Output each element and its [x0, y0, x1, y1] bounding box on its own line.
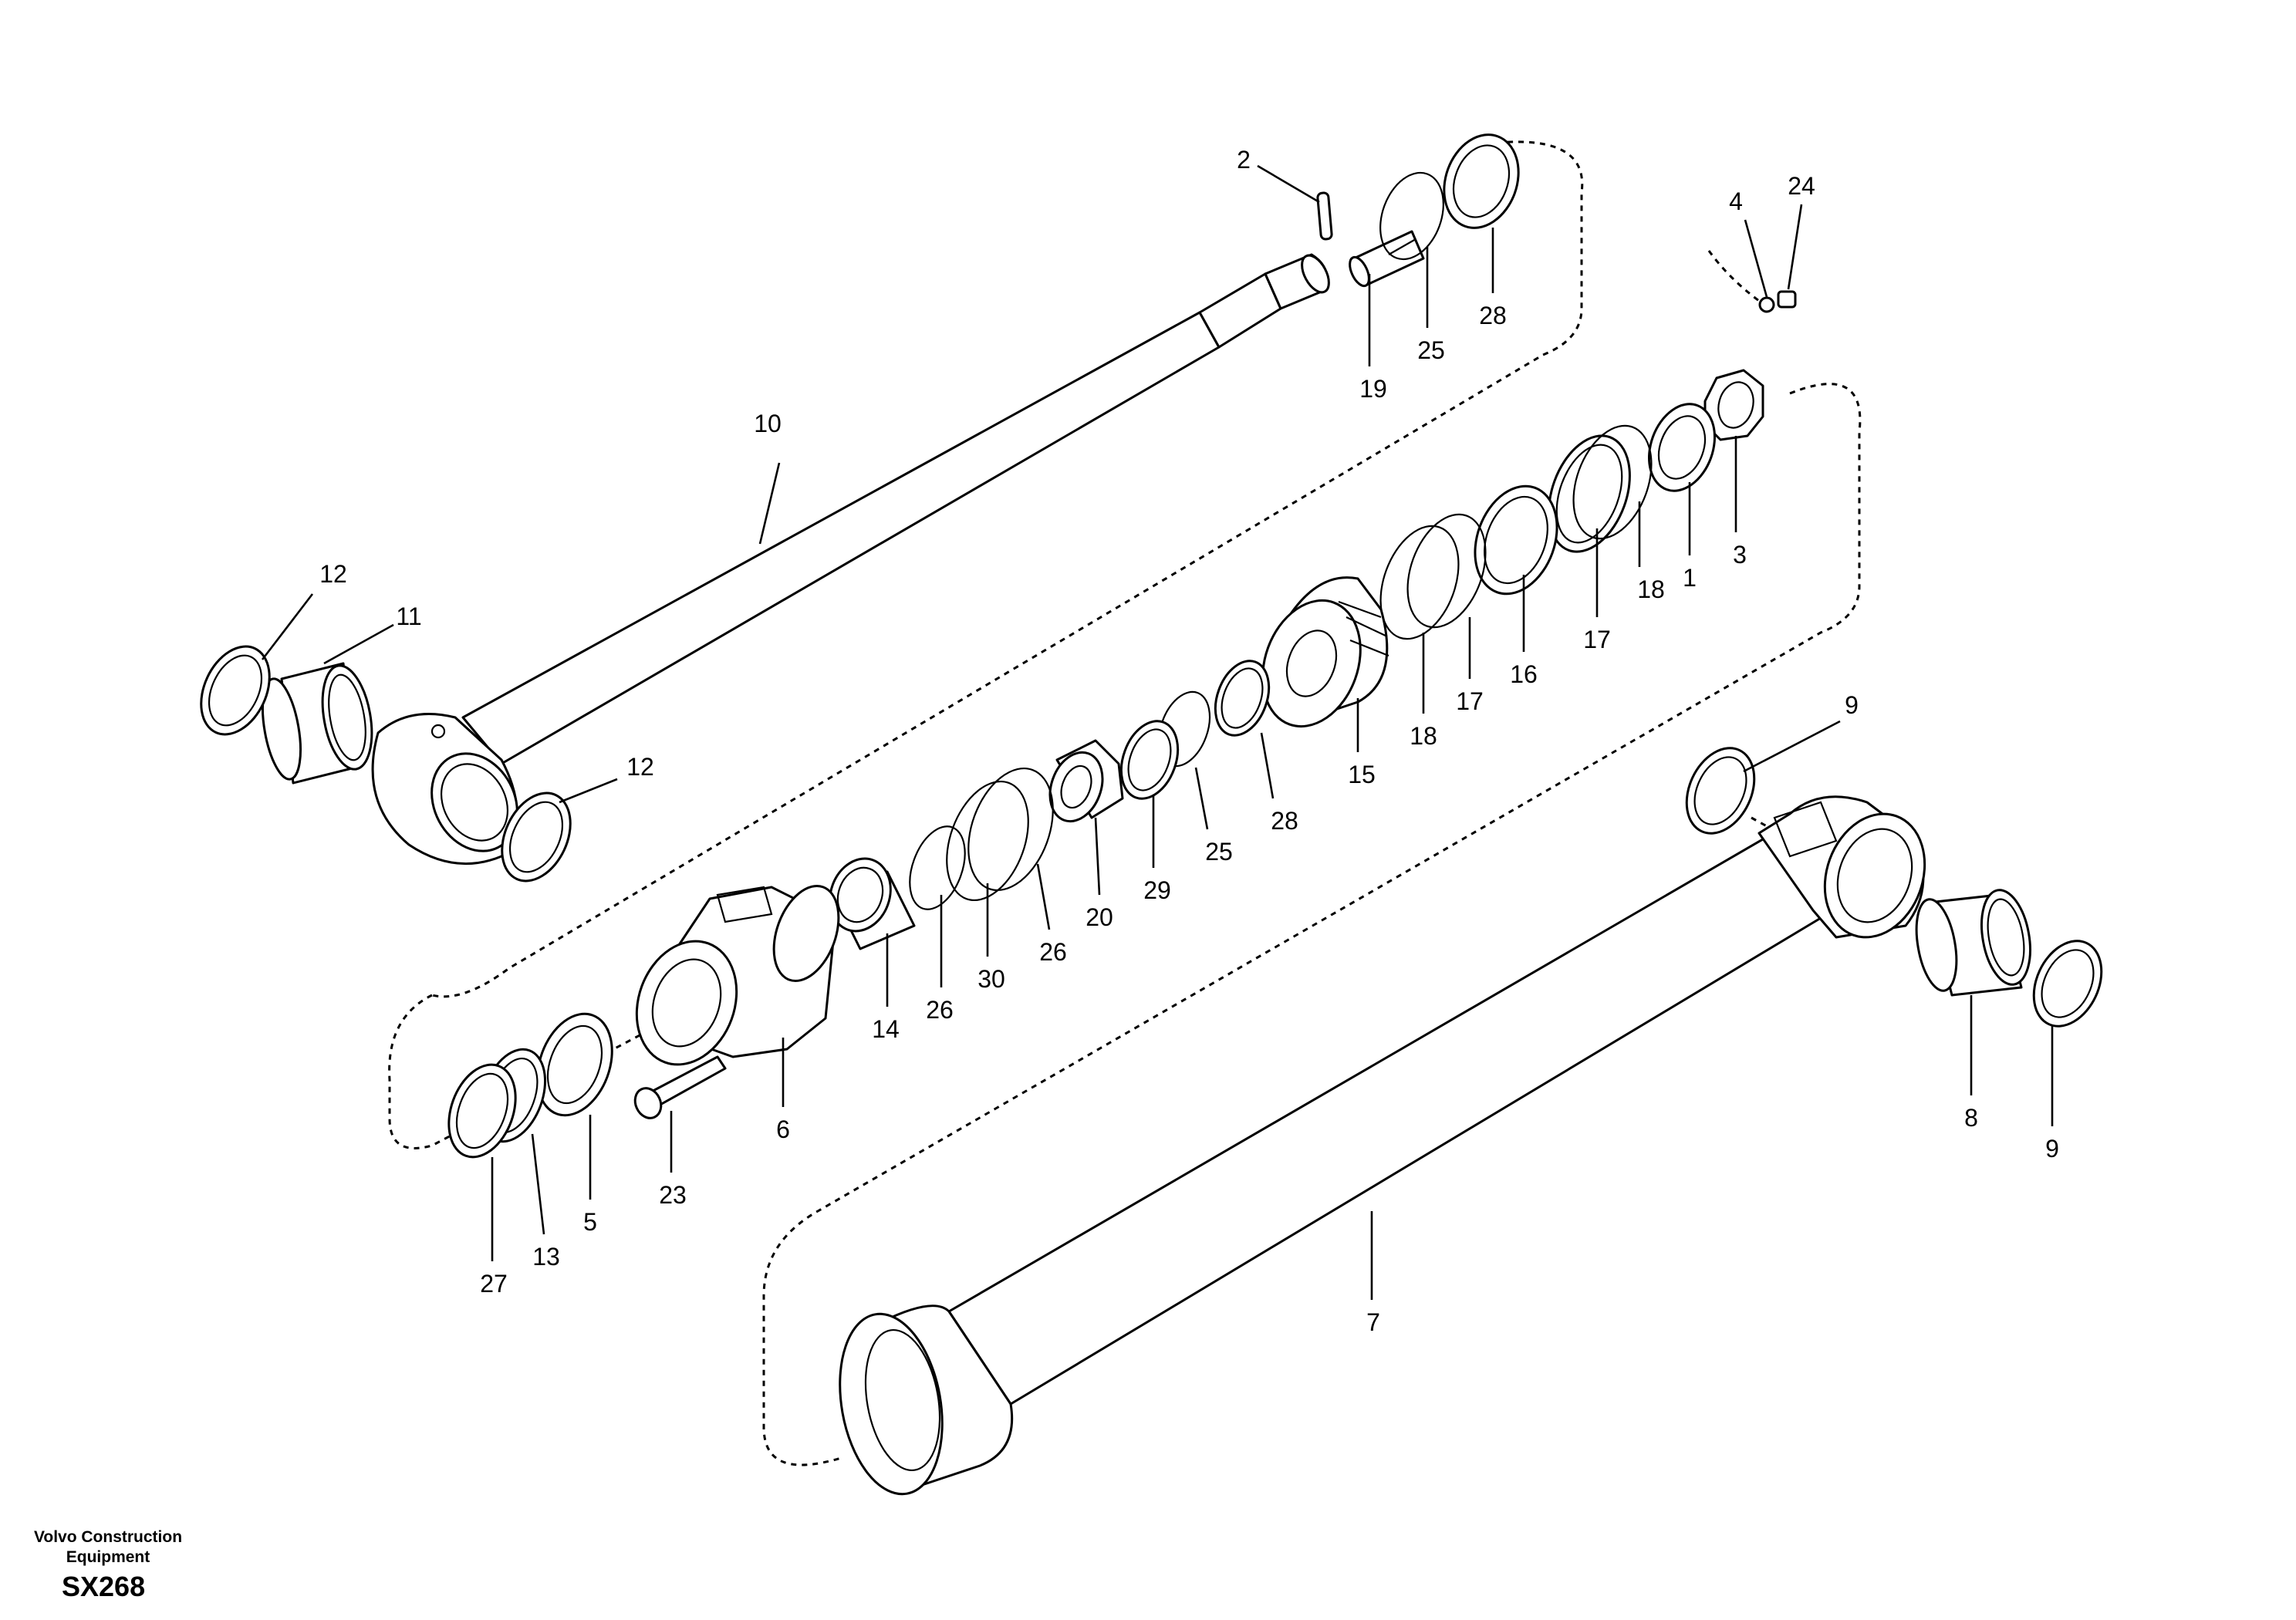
callout-28: 28 [1479, 302, 1507, 329]
rod-eye-bushing [261, 662, 373, 785]
ring-28 [1443, 133, 1520, 229]
callout-17-upper: 17 [1583, 626, 1611, 653]
callout-4: 4 [1729, 187, 1743, 215]
callout-7: 7 [1366, 1308, 1380, 1336]
callout-11: 11 [396, 602, 421, 630]
ring-29-upper [1214, 660, 1271, 737]
ring-27 [447, 1063, 517, 1159]
callout-19: 19 [1359, 375, 1387, 403]
cylinder-head [635, 884, 840, 1066]
dust-seal-left [200, 645, 271, 736]
brand-line-1: Volvo Construction [33, 1528, 183, 1546]
callout-6: 6 [776, 1115, 790, 1143]
callout-17-lower: 17 [1456, 687, 1484, 715]
callout-12-lower: 12 [626, 753, 654, 781]
callout-9-lower: 9 [2045, 1135, 2059, 1163]
brand-caption: Volvo Construction Equipment [23, 1527, 193, 1568]
dust-seal-tube-upper [1685, 747, 1756, 835]
callout-2: 2 [1237, 146, 1251, 174]
tube-eye-bushing [1915, 889, 2031, 997]
piston-rod [371, 253, 1330, 866]
snap-ring-26 [909, 825, 966, 910]
callout-24: 26 [1039, 938, 1067, 966]
callout-15: 15 [1348, 761, 1376, 788]
callout-18-upper: 18 [1637, 575, 1665, 603]
callout-1: 1 [1683, 564, 1697, 592]
callout-27: 27 [480, 1270, 508, 1298]
pin-19 [1349, 230, 1425, 288]
ring-29-lower [1119, 720, 1180, 800]
callout-22: 24 [1788, 172, 1815, 200]
callout-8: 8 [1964, 1104, 1978, 1132]
small-pin [1316, 191, 1333, 241]
piston [1261, 576, 1389, 728]
cylinder-tube [839, 795, 1926, 1496]
callout-14: 14 [872, 1015, 900, 1043]
dust-seal-right [501, 791, 572, 883]
leader-lines [261, 164, 2054, 1300]
socket-bolt [633, 1055, 727, 1119]
callout-29-lower: 29 [1143, 876, 1171, 904]
screw-4 [1758, 296, 1775, 313]
drawing-code: SX268 [62, 1571, 146, 1602]
dust-seal-tube-lower [2032, 940, 2103, 1028]
callout-10: 10 [754, 410, 782, 437]
set-screw-22 [1777, 290, 1797, 309]
callout-9-upper: 9 [1845, 691, 1859, 719]
callout-labels: 2 19 25 28 4 24 3 1 18 17 16 17 18 15 28… [319, 146, 2059, 1336]
callout-26: 26 [926, 996, 954, 1024]
callout-29-upper: 28 [1271, 807, 1298, 835]
cushion-ring [1048, 739, 1124, 823]
callout-5: 5 [583, 1208, 597, 1236]
callout-23: 25 [1205, 838, 1233, 866]
callout-30: 30 [977, 965, 1005, 993]
callout-12-upper: 12 [319, 560, 347, 588]
callout-20: 20 [1086, 903, 1113, 931]
piston-rings [1379, 424, 1653, 640]
washer-1 [1647, 403, 1717, 492]
callout-3: 3 [1733, 541, 1747, 569]
bushing-14 [829, 857, 916, 950]
callout-25: 25 [1417, 336, 1445, 364]
callout-13: 13 [532, 1243, 560, 1271]
callout-21: 23 [659, 1181, 687, 1209]
callout-18-lower: 18 [1410, 722, 1437, 750]
brand-line-2: Equipment [66, 1548, 150, 1566]
ring-5 [536, 1012, 613, 1117]
callout-16: 16 [1510, 660, 1538, 688]
ring-24-30 [946, 767, 1054, 902]
snap-ring-25 [1379, 171, 1444, 261]
